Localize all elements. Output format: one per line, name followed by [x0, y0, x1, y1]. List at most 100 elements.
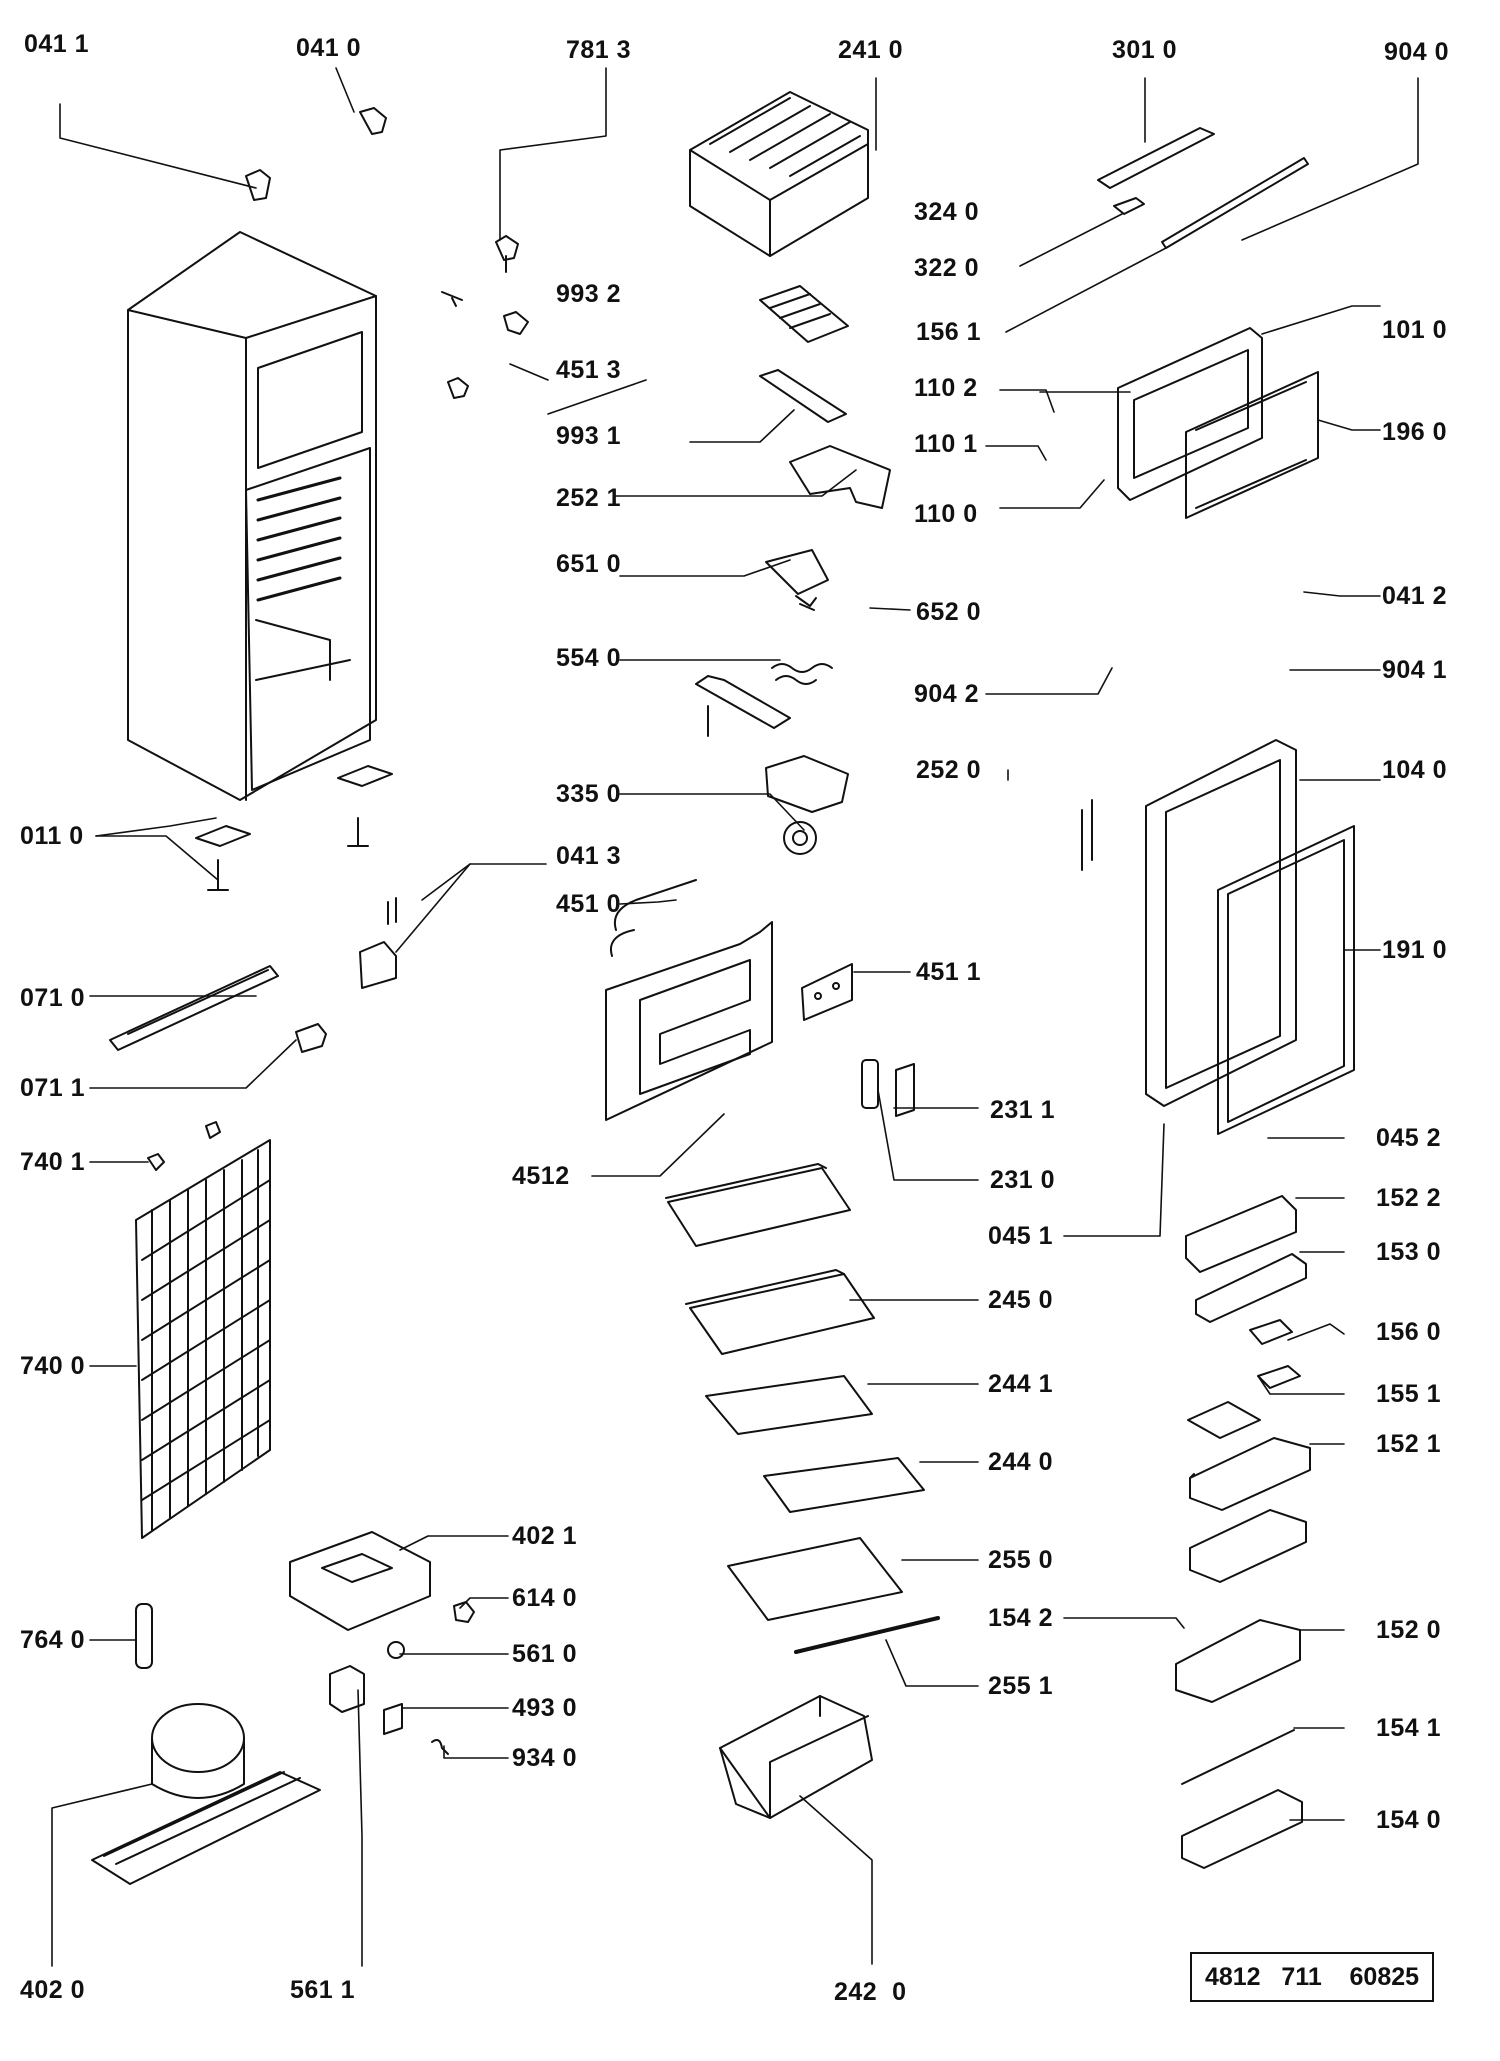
- part-label: 554 0: [556, 644, 622, 672]
- part-label: 045 2: [1376, 1124, 1442, 1152]
- shelf-bracket-9931: [759, 369, 847, 423]
- part-label: 402 1: [512, 1522, 578, 1550]
- part-label: 071 1: [20, 1074, 86, 1102]
- part-label: 993 1: [556, 422, 622, 450]
- leader-lines: [51, 67, 1419, 1967]
- part-label: 152 2: [1376, 1184, 1442, 1212]
- balcony-1520: [1175, 1619, 1301, 1703]
- part-label: 614 0: [512, 1584, 578, 1612]
- part-label: 335 0: [556, 780, 622, 808]
- fridge-door: [1081, 739, 1355, 1135]
- balcony-1540: [1181, 1789, 1303, 1869]
- shelf-2450-a: [665, 1163, 851, 1247]
- part-label: 402 0: [20, 1976, 86, 2004]
- part-label: 242 0: [834, 1978, 907, 2006]
- part-label: 152 1: [1376, 1430, 1442, 1458]
- part-label: 041 1: [24, 30, 90, 58]
- compressor-base: [91, 1771, 321, 1885]
- cabinet: [127, 231, 377, 801]
- part-label: 110 2: [914, 374, 978, 402]
- part-label: 154 0: [1376, 1806, 1442, 1834]
- part-label: 561 0: [512, 1640, 578, 1668]
- rod-2551: [794, 1616, 940, 1654]
- part-label: 651 0: [556, 550, 622, 578]
- part-label: 154 2: [988, 1604, 1054, 1632]
- part-label: 244 1: [988, 1370, 1054, 1398]
- part-label: 041 0: [296, 34, 362, 62]
- part-label: 764 0: [20, 1626, 86, 1654]
- part-label: 041 2: [1382, 582, 1448, 610]
- cabinet-feet: [195, 765, 393, 891]
- part-label: 255 0: [988, 1546, 1054, 1574]
- glass-2550: [727, 1537, 903, 1621]
- part-label: 904 0: [1384, 38, 1450, 66]
- part-label: 104 0: [1382, 756, 1448, 784]
- evaporator-bracket: [695, 675, 849, 855]
- part-label: 245 0: [988, 1286, 1054, 1314]
- part-label: 252 0: [916, 756, 982, 784]
- box-1560: [1187, 1319, 1301, 1439]
- part-label: 154 1: [1376, 1714, 1442, 1742]
- reference-number-box: 4812 711 60825: [1190, 1952, 1434, 2002]
- part-label: 231 0: [990, 1166, 1056, 1194]
- spring-5540: [771, 663, 833, 685]
- freezer-rack: [689, 91, 869, 257]
- freezer-door: [1117, 327, 1319, 519]
- part-label: 561 1: [290, 1976, 356, 2004]
- part-label: 071 0: [20, 984, 86, 1012]
- balcony-extra: [1189, 1509, 1307, 1583]
- part-label: 301 0: [1112, 36, 1178, 64]
- reference-number: 4812 711 60825: [1204, 1962, 1420, 1991]
- crisper-drawer: [719, 1695, 873, 1819]
- electrical-box: [289, 1531, 431, 1631]
- hinge-parts: [245, 107, 529, 399]
- part-label: 904 2: [914, 680, 980, 708]
- part-label: 191 0: [1382, 936, 1448, 964]
- thermostat-housing: [765, 445, 891, 611]
- part-label: 155 1: [1376, 1380, 1442, 1408]
- trim-strip-3010: [1097, 127, 1309, 249]
- part-label: 4512: [512, 1162, 570, 1190]
- part-label: 231 1: [990, 1096, 1056, 1124]
- part-label: 156 1: [916, 318, 982, 346]
- light-switch: [861, 1059, 915, 1117]
- part-label: 322 0: [914, 254, 980, 282]
- rod-1541: [1181, 1729, 1295, 1785]
- shelf-2440: [763, 1457, 925, 1513]
- part-label: 011 0: [20, 822, 84, 850]
- part-label: 252 1: [556, 484, 622, 512]
- shelf-2441: [705, 1375, 873, 1435]
- part-label: 110 0: [914, 500, 978, 528]
- part-label: 781 3: [566, 36, 632, 64]
- part-label: 244 0: [988, 1448, 1054, 1476]
- part-label: 101 0: [1382, 316, 1448, 344]
- part-label: 241 0: [838, 36, 904, 64]
- ice-tray: [759, 285, 849, 343]
- part-label: 934 0: [512, 1744, 578, 1772]
- part-label: 993 2: [556, 280, 622, 308]
- balcony-1530: [1195, 1253, 1307, 1323]
- condenser: [135, 1139, 271, 1539]
- relay-parts: [135, 1601, 475, 1755]
- part-label: 045 1: [988, 1222, 1054, 1250]
- balcony-1522: [1185, 1195, 1297, 1273]
- bracket-0413: [359, 897, 397, 989]
- part-label: 451 1: [916, 958, 982, 986]
- part-label: 652 0: [916, 598, 982, 626]
- part-label: 324 0: [914, 198, 980, 226]
- shelf-2450-b: [685, 1269, 875, 1355]
- part-label: 451 0: [556, 890, 622, 918]
- part-label: 451 3: [556, 356, 622, 384]
- compressor: [151, 1703, 245, 1799]
- part-label: 152 0: [1376, 1616, 1442, 1644]
- part-label: 904 1: [1382, 656, 1448, 684]
- part-label: 255 1: [988, 1672, 1054, 1700]
- balcony-1521: [1189, 1437, 1311, 1511]
- plate-4511: [801, 963, 853, 1021]
- evaporator-plate: [605, 879, 773, 1121]
- condenser-clips: [147, 1121, 221, 1171]
- part-label: 740 1: [20, 1148, 86, 1176]
- part-label: 153 0: [1376, 1238, 1442, 1266]
- part-label: 740 0: [20, 1352, 86, 1380]
